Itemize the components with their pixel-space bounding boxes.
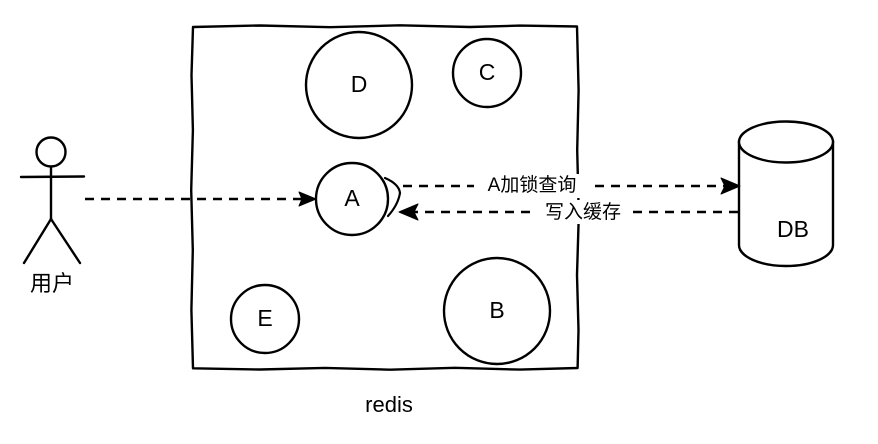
edge-user-to-a [85,191,317,207]
cache-node-e-label: E [257,305,272,331]
edge-db-to-a-label-bg [536,200,630,224]
cache-node-d-label: D [351,71,368,97]
cache-node-c-label: C [479,59,496,85]
cache-node-c: C [451,37,523,109]
edge-db-to-a-label: 写入缓存 [545,201,621,223]
database-label: DB [777,216,809,242]
edge-a-to-db-label: A加锁查询 [488,174,577,196]
cache-node-b-label: B [489,297,504,323]
stick-figure-icon [19,136,86,265]
edge-a-to-db-label-bg [474,174,590,198]
cache-node-d: D [304,30,414,140]
edge-db-to-a: 写入缓存 [386,191,738,224]
database-cylinder-icon: DB [737,120,835,268]
redis-container [190,24,580,371]
edge-a-to-db: A加锁查询 [383,174,741,198]
redis-container-caption: redis [365,392,413,417]
cache-node-a-label: A [344,185,360,211]
cache-node-b: B [442,256,552,366]
cache-node-e: E [229,283,301,355]
cache-node-a: A [314,161,390,237]
actor-label: 用户 [30,271,74,296]
